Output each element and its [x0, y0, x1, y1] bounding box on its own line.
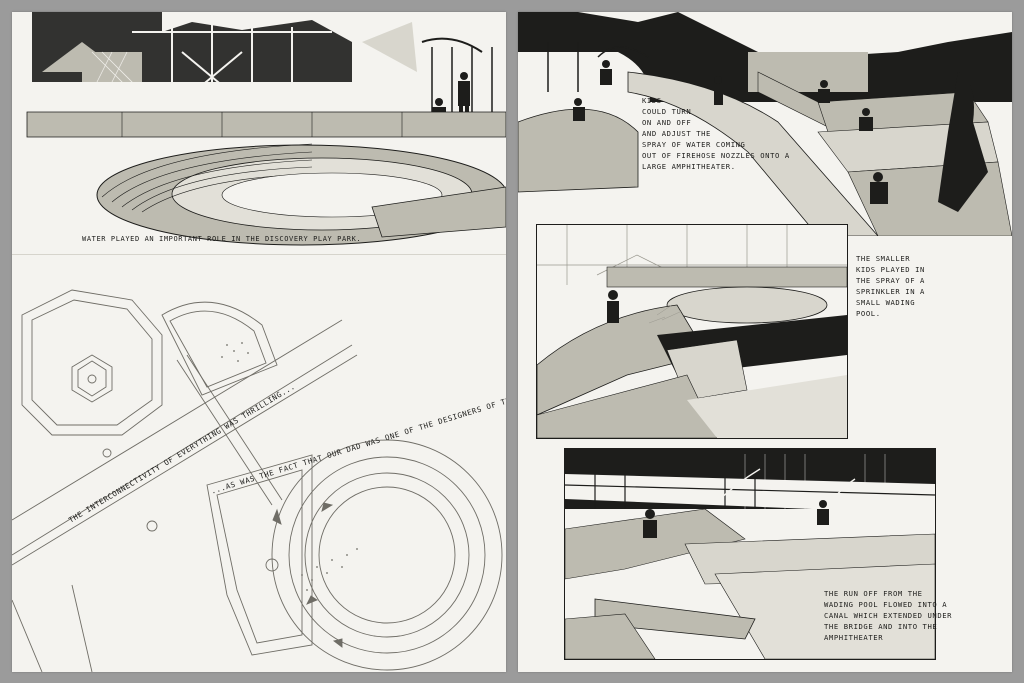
panel-2-caption: The smaller kids played in the spray of … — [856, 254, 925, 318]
right-comic-page: Kids could turn on and off and adjust th… — [518, 12, 1012, 672]
panel-3-caption: The run off from the wading pool flowed … — [824, 589, 953, 642]
park-plan-drawing — [12, 289, 503, 672]
panel-divider — [12, 254, 506, 255]
canal-panel — [564, 448, 936, 660]
canal-illustration — [565, 449, 935, 659]
water-spray-illustration — [518, 12, 1012, 236]
panel-1-caption: Water played an important role in the Di… — [82, 235, 362, 243]
sprinkler-illustration — [537, 225, 847, 438]
panel-1-caption: Kids could turn on and off and adjust th… — [642, 96, 790, 171]
left-comic-page: Water played an important role in the Di… — [12, 12, 506, 672]
sprinkler-panel — [536, 224, 848, 439]
amphitheater-illustration — [12, 12, 506, 262]
